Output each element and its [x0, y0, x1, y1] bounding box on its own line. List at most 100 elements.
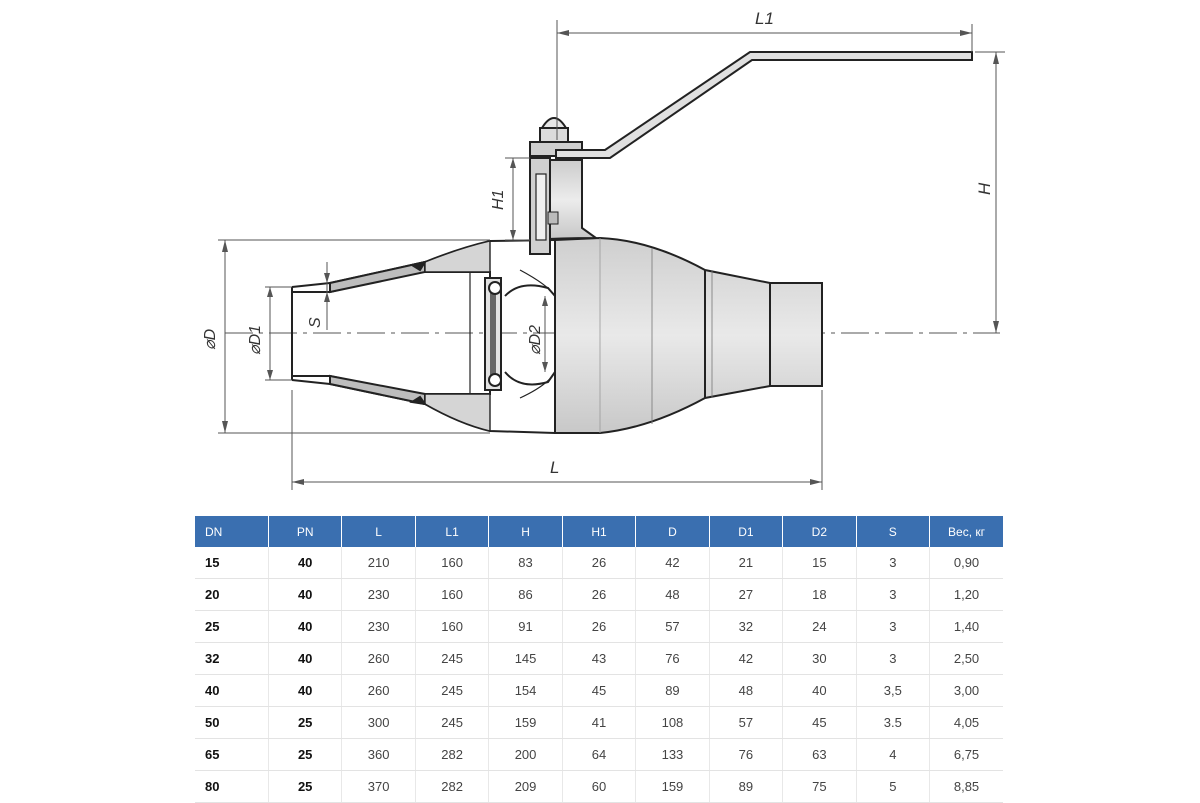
table-cell: 32: [709, 610, 784, 643]
table-cell: 40: [268, 547, 343, 579]
table-cell: 8,85: [929, 770, 1003, 803]
table-header-row: DN PN L L1 H H1 D D1 D2 S Вес, кг: [195, 516, 1003, 547]
table-cell: 21: [709, 547, 784, 579]
table-cell: 26: [562, 610, 637, 643]
header-dn: DN: [195, 516, 269, 547]
stem-assembly: [526, 117, 600, 255]
table-cell: 32: [195, 642, 269, 675]
table-cell: 64: [562, 738, 637, 771]
table-cell: 3,00: [929, 674, 1003, 707]
table-cell: 42: [709, 642, 784, 675]
table-cell: 154: [488, 674, 563, 707]
header-d: D: [635, 516, 710, 547]
table-cell: 209: [488, 770, 563, 803]
ball-valve-drawing: L1 H H1 ⌀D ⌀D1 ⌀D2 S L: [202, 9, 1005, 490]
table-cell: 145: [488, 642, 563, 675]
table-cell: 3: [856, 578, 931, 611]
table-cell: 210: [341, 547, 416, 579]
table-cell: 30: [782, 642, 857, 675]
table-cell: 63: [782, 738, 857, 771]
table-cell: 76: [635, 642, 710, 675]
table-cell: 25: [268, 706, 343, 739]
table-cell: 40: [268, 674, 343, 707]
table-cell: 83: [488, 547, 563, 579]
table-cell: 45: [562, 674, 637, 707]
table-cell: 75: [782, 770, 857, 803]
table-cell: 4: [856, 738, 931, 771]
header-d1: D1: [709, 516, 784, 547]
header-l1: L1: [415, 516, 490, 547]
table-cell: 3,5: [856, 674, 931, 707]
table-cell: 25: [195, 610, 269, 643]
table-cell: 282: [415, 770, 490, 803]
table-cell: 3: [856, 642, 931, 675]
table-cell: 18: [782, 578, 857, 611]
table-cell: 40: [268, 642, 343, 675]
table-cell: 40: [268, 610, 343, 643]
label-s: S: [307, 317, 324, 328]
table-cell: 48: [709, 674, 784, 707]
label-l: L: [550, 458, 559, 477]
label-h: H: [975, 182, 994, 195]
table-cell: 160: [415, 547, 490, 579]
table-cell: 48: [635, 578, 710, 611]
table-cell: 26: [562, 547, 637, 579]
table-cell: 200: [488, 738, 563, 771]
table-cell: 86: [488, 578, 563, 611]
table-cell: 160: [415, 578, 490, 611]
table-cell: 370: [341, 770, 416, 803]
table-cell: 57: [635, 610, 710, 643]
table-cell: 4,05: [929, 706, 1003, 739]
table-cell: 245: [415, 706, 490, 739]
table-cell: 1,20: [929, 578, 1003, 611]
table-cell: 3: [856, 547, 931, 579]
table-cell: 24: [782, 610, 857, 643]
table-cell: 25: [268, 738, 343, 771]
table-cell: 108: [635, 706, 710, 739]
table-cell: 25: [268, 770, 343, 803]
table-cell: 50: [195, 706, 269, 739]
table-cell: 57: [709, 706, 784, 739]
table-cell: 230: [341, 578, 416, 611]
table-cell: 80: [195, 770, 269, 803]
dimension-arrows: [222, 30, 999, 485]
table-cell: 15: [195, 547, 269, 579]
table-cell: 42: [635, 547, 710, 579]
table-cell: 91: [488, 610, 563, 643]
label-h1: H1: [490, 190, 507, 210]
table-cell: 245: [415, 674, 490, 707]
table-cell: 3.5: [856, 706, 931, 739]
table-cell: 40: [268, 578, 343, 611]
table-cell: 45: [782, 706, 857, 739]
table-cell: 260: [341, 642, 416, 675]
header-weight: Вес, кг: [929, 516, 1003, 547]
valve-body-exterior: [554, 236, 823, 434]
table-cell: 43: [562, 642, 637, 675]
handle-lever: [555, 51, 973, 159]
table-cell: 27: [709, 578, 784, 611]
table-cell: 89: [635, 674, 710, 707]
table-cell: 230: [341, 610, 416, 643]
header-h1: H1: [562, 516, 637, 547]
table-cell: 5: [856, 770, 931, 803]
table-cell: 282: [415, 738, 490, 771]
header-l: L: [341, 516, 416, 547]
valve-body-section: [291, 239, 556, 434]
table-cell: 60: [562, 770, 637, 803]
table-cell: 2,50: [929, 642, 1003, 675]
table-cell: 20: [195, 578, 269, 611]
table-cell: 40: [195, 674, 269, 707]
table-cell: 360: [341, 738, 416, 771]
dimension-lines: [218, 20, 1005, 490]
table-cell: 0,90: [929, 547, 1003, 579]
header-h: H: [488, 516, 563, 547]
table-cell: 41: [562, 706, 637, 739]
